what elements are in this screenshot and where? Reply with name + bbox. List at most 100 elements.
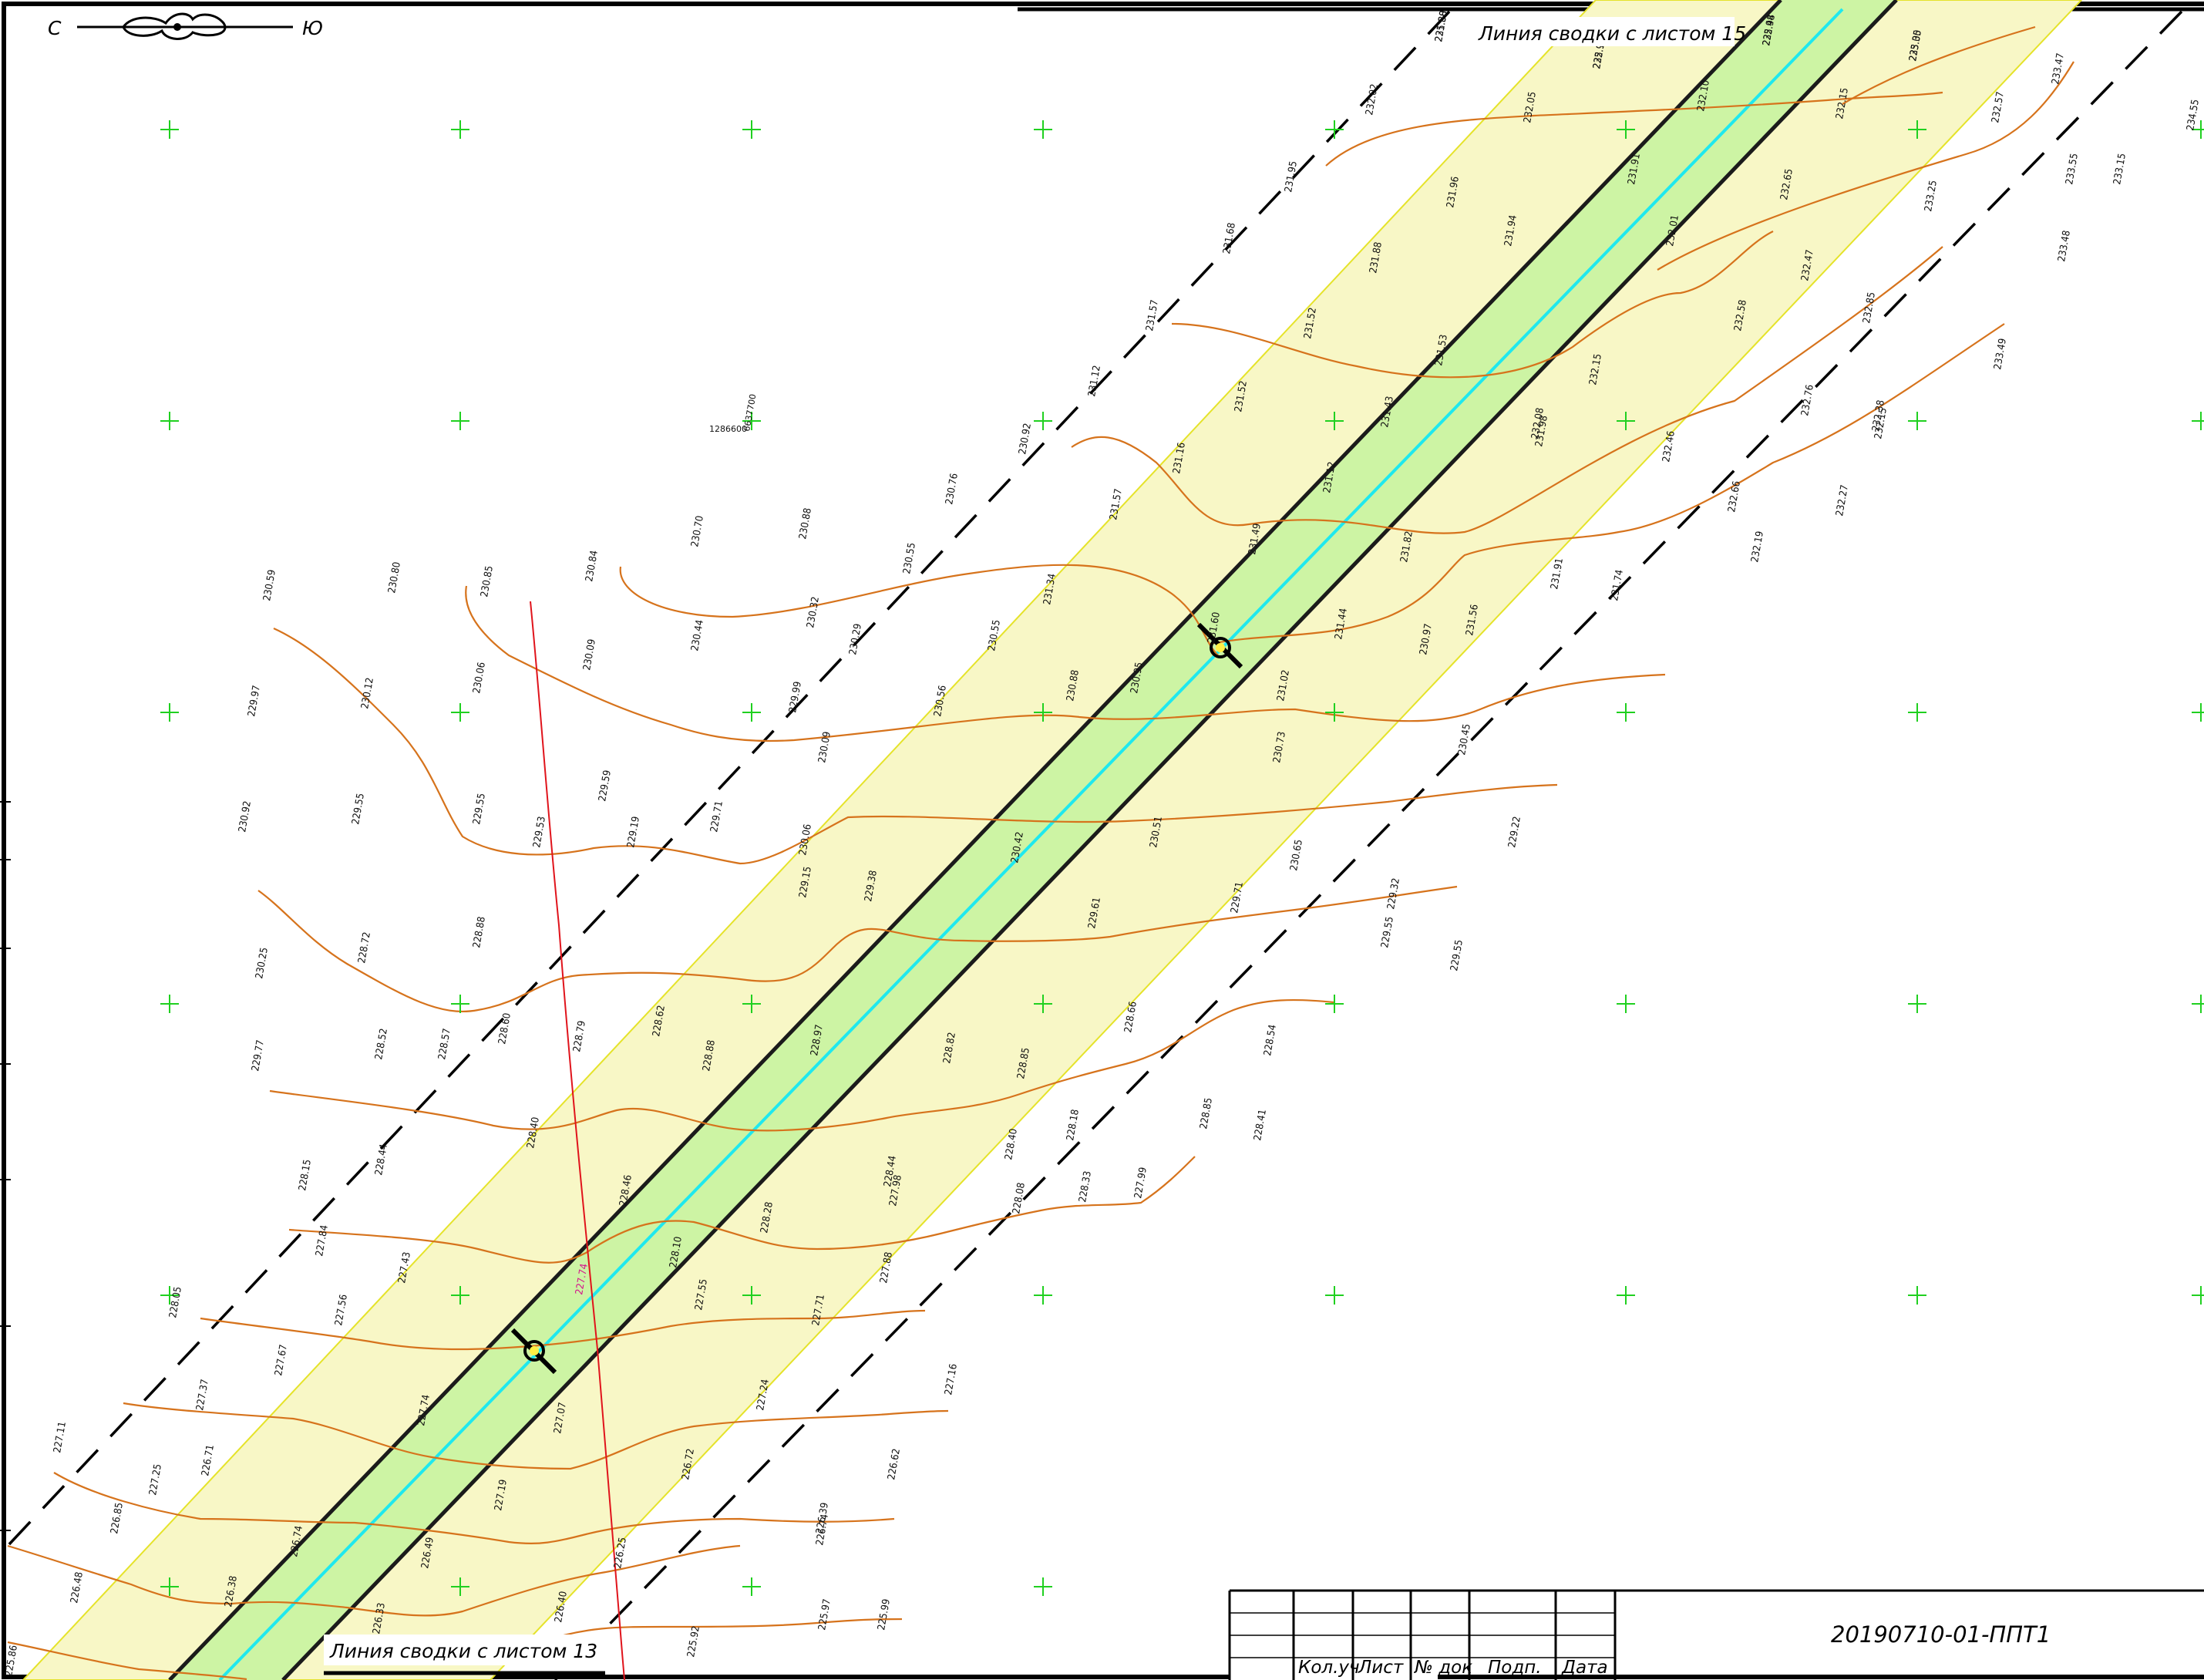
elevation-label: 226.85: [109, 1502, 126, 1535]
elevation-label: 230.76: [944, 473, 961, 506]
bottom-match-label-bg: [324, 1635, 601, 1665]
elevation-label: 230.97: [1418, 623, 1435, 656]
elevation-label: 228.88: [471, 916, 488, 949]
elevation-label: 226.74: [288, 1525, 305, 1558]
elevation-label: 230.06: [471, 662, 488, 695]
title-block: Кол.уч Лист № док Подп. Дата 20190710-01…: [1228, 1589, 2204, 1680]
elevation-label: 230.85: [479, 565, 496, 598]
elevation-label: 230.09: [581, 638, 598, 672]
elevation-label: 231.30: [1433, 10, 1450, 43]
elevation-label: 230.32: [805, 596, 822, 629]
elevation-label: 232.46: [1661, 430, 1677, 463]
elevation-label: 228.72: [356, 931, 373, 965]
elevation-label: 233.49: [1992, 338, 2009, 371]
elevation-label: 226.72: [680, 1448, 697, 1481]
elevation-label: 229.55: [1379, 916, 1396, 949]
elevation-label: 230.09: [816, 731, 833, 764]
elevation-label: 230.88: [1065, 669, 1082, 702]
elevation-label: 230.56: [932, 685, 949, 718]
elevation-label: 230.51: [1148, 816, 1165, 849]
elevation-label: 232.15: [1834, 87, 1851, 120]
elevation-label: 228.88: [701, 1039, 718, 1072]
elevation-label: 226.48: [69, 1571, 86, 1604]
elevation-label: 230.12: [359, 677, 376, 710]
elevation-label: 233.47: [2050, 52, 2067, 86]
elevation-label: 227.11: [52, 1421, 69, 1454]
elevation-label: 231.16: [1171, 442, 1188, 475]
elevation-label: 229.97: [246, 685, 263, 718]
crossing-marker-lower: [510, 1328, 557, 1375]
elevation-label: 229.55: [471, 793, 488, 826]
elevation-label: 227.16: [943, 1363, 960, 1396]
bottom-match-line-label: Линия сводки с листом 13: [329, 1640, 597, 1662]
elevation-label: 228.79: [571, 1020, 588, 1053]
elevation-label: 230.45: [1456, 723, 1473, 756]
elevation-label: 227.37: [194, 1379, 211, 1412]
elevation-label: 231.02: [1275, 669, 1292, 702]
elevation-label: 227.43: [396, 1251, 413, 1284]
elevation-label: 228.08: [1011, 1182, 1028, 1215]
elevation-label: 227.84: [314, 1224, 331, 1257]
north-arrow-left-letter: С: [48, 17, 62, 39]
elevation-label: 225.88: [1433, 10, 1450, 43]
elevation-label: 225.92: [685, 1625, 702, 1658]
tb-col-date: Дата: [1561, 1658, 1608, 1678]
road-edge-right: [281, 0, 1898, 1680]
elevation-label: 231.88: [1368, 241, 1385, 274]
elevation-label: 226.40: [553, 1591, 570, 1624]
elevation-label: 231.68: [1221, 222, 1238, 255]
elevation-label: 232.85: [1861, 291, 1878, 325]
elevation-label: 231.49: [1247, 523, 1264, 556]
elevation-label: 229.22: [1506, 816, 1523, 849]
elevation-label: 230.59: [261, 569, 278, 602]
elevation-label: 233.15: [2111, 153, 2128, 186]
elevation-label: 229.15: [797, 866, 814, 899]
left-margin-ticks: [0, 801, 11, 1531]
elevation-label: 225.35: [1907, 29, 1924, 62]
coordinate-grid: [160, 120, 2204, 1596]
elevation-label: 232.76: [1799, 384, 1816, 417]
elevation-label: 228.46: [617, 1174, 634, 1207]
elevation-label: 229.19: [625, 816, 642, 849]
elevation-label: 231.60: [1206, 611, 1223, 645]
elevation-label: 233.55: [2064, 153, 2081, 186]
elevation-label: 231.98: [1533, 415, 1550, 448]
elevation-label: 233.48: [2056, 230, 2073, 263]
elevation-label: 232.02: [1364, 83, 1381, 116]
tb-col-sign: Подп.: [1488, 1658, 1542, 1678]
elevation-label: 227.74: [416, 1394, 432, 1427]
elevation-label: 228.44: [882, 1155, 899, 1188]
elevation-label: 229.77: [250, 1039, 267, 1072]
road-edge-left: [168, 0, 1782, 1680]
coordinate-label-east: 1286600: [709, 424, 747, 434]
elevation-label: 230.84: [584, 550, 601, 583]
elevation-label: 228.82: [941, 1032, 958, 1065]
elevation-label: 231.74: [1609, 569, 1626, 602]
crossing-marker-upper: [1196, 622, 1243, 669]
contour-lines: [7, 25, 2074, 1680]
elevation-label: 231.52: [1233, 380, 1250, 413]
top-match-label-bg: [1465, 17, 1735, 46]
elevation-label: 231.12: [1321, 461, 1338, 494]
elevation-label: 225.86: [3, 1645, 20, 1678]
elevation-label: 227.24: [755, 1379, 772, 1412]
elevation-label: 228.85: [1015, 1047, 1032, 1080]
north-arrow: С Ю: [48, 12, 323, 40]
elevation-label: 225.97: [816, 1598, 833, 1631]
elevation-label: 230.92: [237, 800, 254, 833]
elevation-label: 228.41: [1252, 1109, 1269, 1142]
north-arrow-right-letter: Ю: [302, 17, 323, 39]
elevation-label: 232.01: [1664, 214, 1681, 247]
elevation-label: 232.19: [1749, 530, 1766, 564]
elevation-label: 226.49: [419, 1537, 436, 1570]
zone-boundary-left: [6, 10, 1451, 1547]
elevation-label: 229.59: [597, 769, 614, 803]
elevation-label: 232.47: [1799, 249, 1816, 282]
elevation-label: 231.43: [1379, 396, 1396, 429]
elevation-label: 230.65: [1288, 839, 1305, 872]
elevation-label: 230.42: [1009, 831, 1026, 864]
elevation-label: 227.99: [1132, 1167, 1149, 1200]
elevation-label: 230.70: [689, 515, 706, 548]
elevation-label: 231.57: [1144, 299, 1161, 332]
